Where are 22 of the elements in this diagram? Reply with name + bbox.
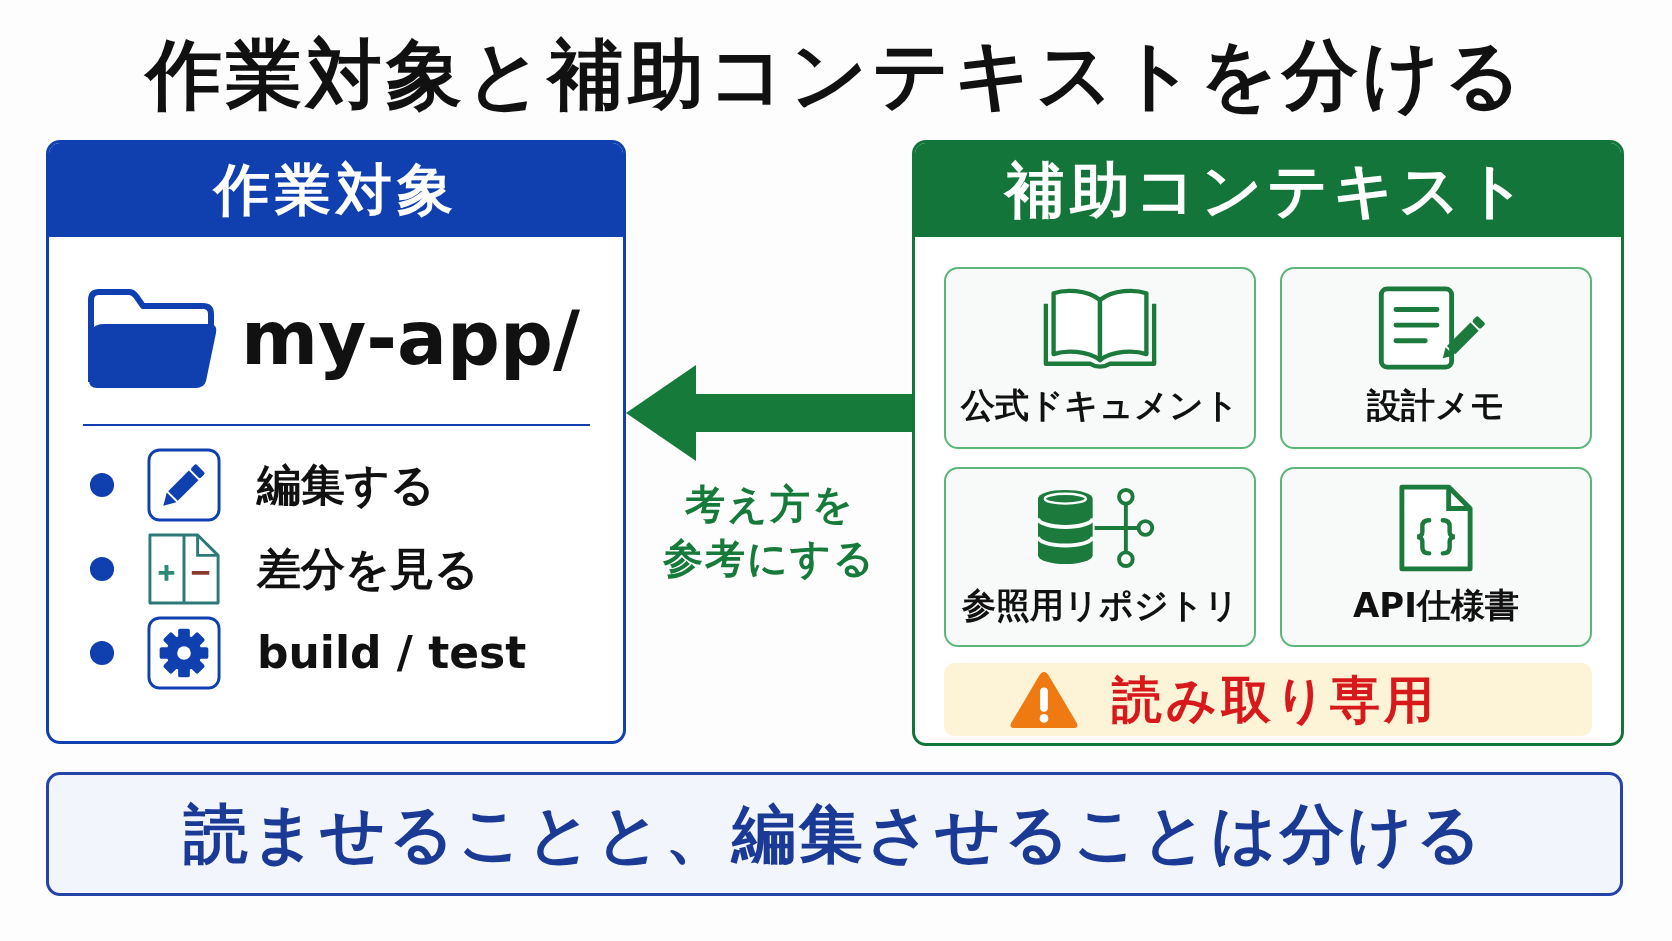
- panel-header: 補助コンテキスト: [915, 143, 1621, 237]
- card: [944, 467, 1256, 647]
- folder-name: my-app/: [241, 294, 580, 383]
- card: [1280, 267, 1592, 449]
- panel: [912, 140, 1624, 746]
- panel-header: 作業対象: [49, 143, 623, 237]
- card-label: 参照用リポジトリ: [961, 584, 1239, 627]
- card-label: 設計メモ: [1367, 384, 1505, 427]
- card: [944, 267, 1256, 449]
- panel: [46, 140, 626, 744]
- card: [1280, 467, 1592, 647]
- banner-text: 読ませることと、編集させることは分ける: [184, 796, 1485, 873]
- notice-text: 読み取り専用: [1112, 670, 1438, 731]
- title: 作業対象と補助コンテキストを分ける: [146, 30, 1526, 120]
- list-item-text: 編集する: [257, 458, 435, 512]
- arrow: [626, 365, 912, 461]
- card-label: 公式ドキュメント: [961, 384, 1239, 427]
- list-item-text: 差分を見る: [257, 542, 479, 596]
- list-item-text: build / test: [257, 626, 527, 680]
- notice-bar: [944, 663, 1592, 736]
- card-label: API仕様書: [1353, 584, 1519, 627]
- banner: [46, 772, 1623, 896]
